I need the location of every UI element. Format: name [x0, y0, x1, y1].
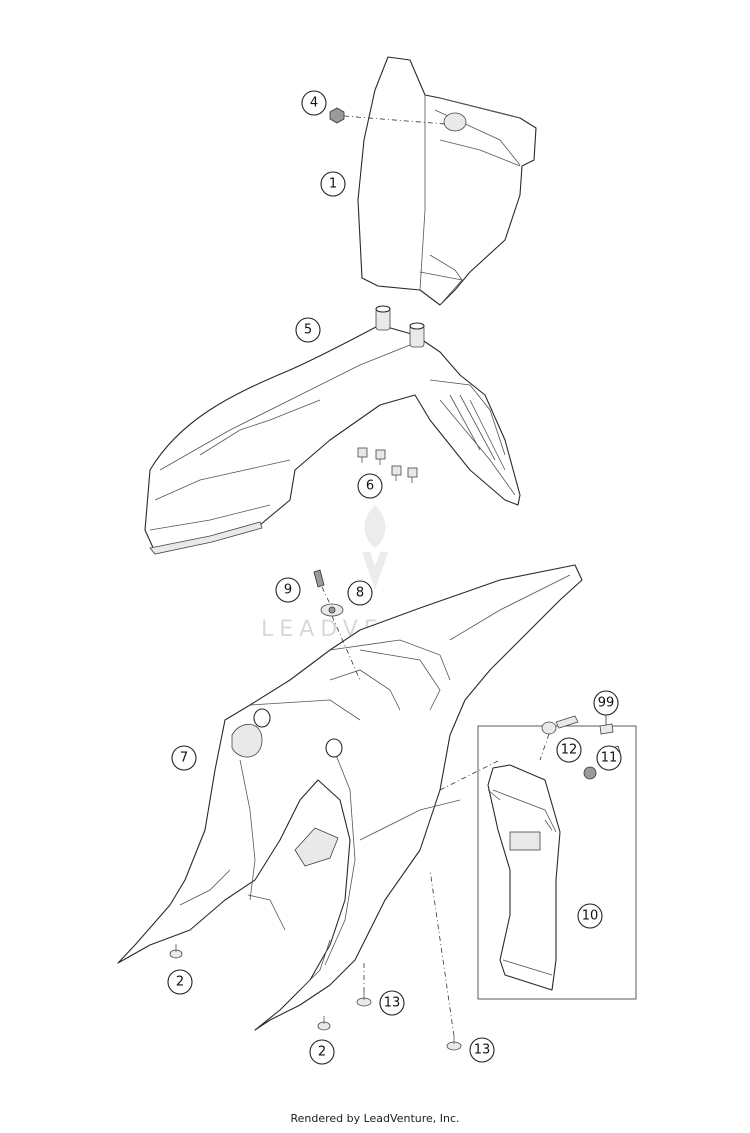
number-plate-part — [357, 56, 537, 306]
fastener-part-13-a — [356, 960, 372, 1007]
nut-part-4 — [329, 107, 446, 125]
footer-credit: Rendered by LeadVenture, Inc. — [290, 1112, 460, 1125]
callout-4: 4 — [301, 90, 327, 116]
callout-7: 7 — [171, 745, 197, 771]
callout-9: 9 — [275, 577, 301, 603]
callout-1: 1 — [320, 171, 346, 197]
svg-text:12: 12 — [561, 743, 578, 758]
svg-text:4: 4 — [310, 96, 318, 111]
svg-text:11: 11 — [601, 751, 618, 766]
svg-text:6: 6 — [366, 479, 374, 494]
mud-flap-part-10 — [487, 764, 561, 991]
svg-text:10: 10 — [582, 909, 599, 924]
svg-text:1: 1 — [329, 177, 337, 192]
callout-2-b: 2 — [309, 1039, 335, 1065]
svg-text:7: 7 — [180, 751, 188, 766]
kit-box-99 — [439, 715, 637, 1000]
washer-plate-part-8 — [320, 603, 361, 681]
fastener-part-2-a — [169, 944, 183, 959]
callout-10: 10 — [577, 903, 603, 929]
rear-fender-part — [117, 564, 583, 1031]
callout-8: 8 — [347, 580, 373, 606]
clips-part-6 — [357, 447, 418, 483]
svg-text:8: 8 — [356, 586, 364, 601]
callout-13-b: 13 — [469, 1037, 495, 1063]
svg-text:2: 2 — [318, 1045, 326, 1060]
svg-text:9: 9 — [284, 583, 292, 598]
svg-text:13: 13 — [384, 996, 401, 1011]
screw-part-9 — [313, 569, 331, 605]
fastener-part-2-b — [317, 1016, 331, 1031]
svg-text:2: 2 — [176, 975, 184, 990]
callout-11: 11 — [596, 745, 622, 771]
front-fender-part — [144, 305, 521, 555]
svg-text:99: 99 — [598, 696, 615, 711]
callout-99: 99 — [593, 690, 619, 716]
svg-text:13: 13 — [474, 1043, 491, 1058]
fastener-part-13-b — [429, 869, 462, 1051]
callout-2-a: 2 — [167, 969, 193, 995]
watermark-flame-icon — [362, 505, 388, 590]
washer-part-12 — [539, 721, 597, 780]
callout-5: 5 — [295, 317, 321, 343]
callout-13-a: 13 — [379, 990, 405, 1016]
callout-12: 12 — [556, 737, 582, 763]
callout-6: 6 — [357, 473, 383, 499]
svg-text:5: 5 — [304, 323, 312, 338]
